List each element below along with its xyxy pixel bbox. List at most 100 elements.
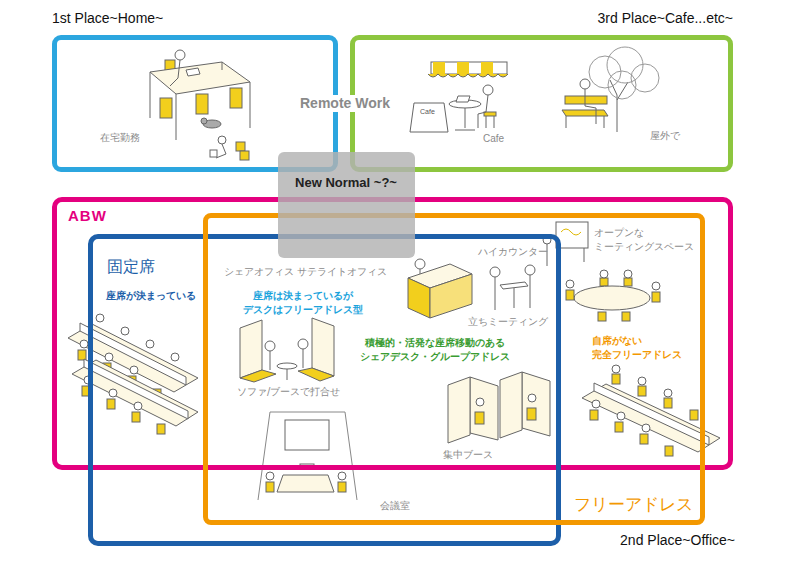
free-address-desk-illustration-part <box>664 389 672 397</box>
cafe-illustration-part <box>565 96 607 104</box>
text-holder: ソファ/ブースで打合せ <box>237 386 340 398</box>
cafe-illustration-part <box>610 80 628 132</box>
free-address-desk-illustration-part <box>612 365 620 373</box>
meeting-room-illustration-part <box>285 420 329 450</box>
home-illustration-part <box>240 151 249 160</box>
free-address-desk-illustration-part <box>594 383 709 445</box>
free-address-desk-illustration-part <box>615 422 623 432</box>
focus-booth-illustration-part <box>448 377 470 443</box>
focus-booth-illustration-part <box>500 372 522 438</box>
free-address-desk-illustration-part <box>642 424 650 432</box>
high-counter-illustration-part <box>408 278 430 318</box>
meeting-room-illustration-part <box>258 412 357 500</box>
cafe-illustration-part <box>433 62 445 74</box>
meeting-space-illustration-part <box>600 270 608 278</box>
meeting-room-illustration-part <box>338 482 346 492</box>
cafe-illustration-part <box>456 96 470 102</box>
text-holder: ハイカウンター <box>478 246 548 258</box>
text-holder: 自席がない 完全フリーアドレス <box>592 334 692 361</box>
fixed-desk-illustration-part <box>171 353 179 361</box>
text-holder: 屋外で <box>650 130 680 142</box>
home-illustration-part <box>175 50 185 60</box>
home-illustration-part <box>150 62 250 140</box>
high-counter-illustration <box>408 259 535 318</box>
region-heading: フリーアドレス <box>574 494 693 514</box>
area-label: ハイカウンター <box>478 246 548 258</box>
area-label: 立ちミーティング <box>468 316 548 328</box>
sign-text: Cafe <box>420 108 435 116</box>
cafe-illustration-part <box>478 95 488 128</box>
free-address-desk-illustration-part <box>617 412 625 420</box>
text-holder: 座席は決まっているが デスクはフリーアドレス型 <box>237 289 369 316</box>
home-illustration-part <box>160 98 172 118</box>
text-holder: 固定席 <box>107 257 155 276</box>
meeting-space-illustration-part <box>622 312 630 321</box>
fixed-desk-illustration-part <box>134 402 142 410</box>
home-illustration <box>150 50 250 160</box>
cafe-illustration <box>410 47 659 132</box>
sofa-booth-illustration-part <box>312 318 334 376</box>
cafe-illustration-part <box>631 64 659 92</box>
meeting-room-illustration <box>258 412 357 500</box>
text-holder: 2nd Place~Office~ <box>620 532 735 549</box>
region-box: フリーアドレス <box>203 213 705 525</box>
cafe-illustration-part <box>607 47 643 83</box>
fixed-desk-illustration-part <box>130 366 138 374</box>
fixed-desk-illustration-part <box>107 399 115 409</box>
text-holder: 1st Place~Home~ <box>52 10 163 27</box>
focus-booth-illustration <box>448 372 550 443</box>
region-heading: 1st Place~Home~ <box>52 10 163 27</box>
sofa-booth-illustration-part <box>298 339 308 349</box>
region-heading: ABW <box>68 207 107 225</box>
fixed-desk-illustration-part <box>84 359 188 419</box>
text-holder: シェアオフィス サテライトオフィス <box>224 266 387 278</box>
focus-booth-illustration-part <box>522 372 550 436</box>
free-address-desk-illustration-part <box>582 384 720 452</box>
sofa-booth-illustration-part <box>240 370 276 382</box>
text-holder: フリーアドレス <box>574 494 693 514</box>
region-heading: New Normal ~?~ <box>295 175 397 191</box>
home-illustration-part <box>210 150 217 157</box>
region-heading: 固定席 <box>107 257 155 276</box>
free-address-desk-illustration <box>582 365 720 456</box>
free-address-desk-illustration-part <box>638 377 646 385</box>
text-holder: 会議室 <box>380 500 410 512</box>
sofa-booth-illustration-part <box>240 320 262 378</box>
meeting-space-illustration-part <box>560 248 584 262</box>
high-counter-illustration-part <box>415 259 425 269</box>
focus-booth-illustration-part <box>475 412 484 424</box>
focus-booth-illustration-part <box>527 408 536 420</box>
high-counter-illustration-part <box>490 267 500 277</box>
meeting-space-illustration-part <box>598 312 606 321</box>
cafe-illustration-part <box>410 103 448 132</box>
meeting-space-illustration-part <box>652 282 660 290</box>
focus-booth-illustration-part <box>476 398 484 406</box>
cafe-illustration-part <box>486 116 494 128</box>
text-holder: Remote Work <box>298 95 392 112</box>
home-illustration-part <box>218 136 226 144</box>
high-counter-illustration-part <box>500 282 528 289</box>
meeting-space-illustration-part <box>566 280 574 288</box>
meeting-space-illustration-part <box>624 270 632 278</box>
high-counter-illustration-part <box>530 275 531 308</box>
cafe-illustration-part <box>566 116 604 128</box>
cafe-illustration-part <box>455 108 475 130</box>
text-holder: Cafe <box>420 108 435 116</box>
area-label: 会議室 <box>380 500 410 512</box>
cafe-illustration-part <box>608 71 636 99</box>
sofa-booth-illustration-part <box>265 341 275 351</box>
area-label: シェアオフィス サテライトオフィス <box>224 266 387 278</box>
free-address-desk-illustration-part <box>664 398 672 408</box>
area-label: 集中ブース <box>443 449 493 461</box>
sofa-booth-illustration-part <box>287 369 288 380</box>
home-illustration-part <box>236 142 245 151</box>
fixed-desk-illustration-part <box>80 340 88 348</box>
meeting-space-illustration-part <box>574 286 650 310</box>
text-holder: 集中ブース <box>443 449 493 461</box>
text-holder: 立ちミーティング <box>468 316 548 328</box>
fixed-desk-illustration-part <box>146 340 154 348</box>
cafe-illustration-part <box>585 89 596 124</box>
high-counter-illustration-part <box>495 277 496 310</box>
